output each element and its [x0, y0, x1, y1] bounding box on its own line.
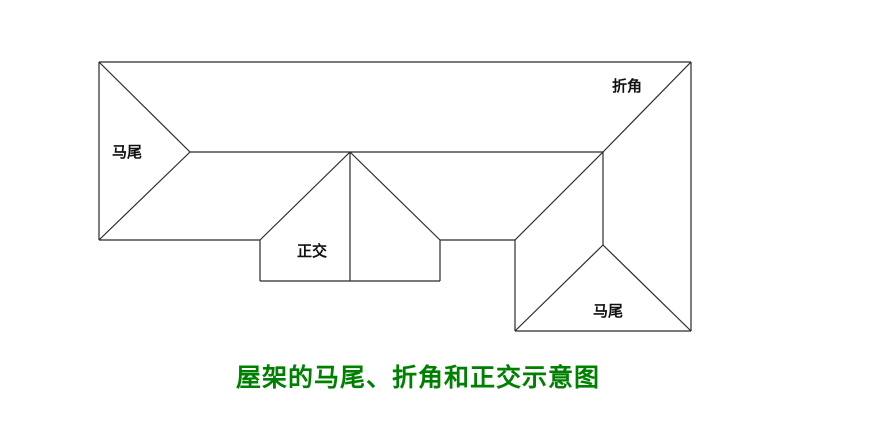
line-layer: [98, 61, 692, 332]
right-wing-hip-left: [514, 244, 604, 332]
hip-left-top: [98, 61, 191, 153]
hip-top-right: [602, 61, 692, 153]
valley-mid-right: [349, 151, 441, 241]
label-zhengjiao: 正交: [297, 242, 327, 260]
hip-left-bottom: [98, 151, 191, 241]
right-wing-hip-right: [602, 244, 692, 332]
valley-right-wing: [514, 151, 604, 241]
figure-caption: 屋架的马尾、折角和正交示意图: [235, 363, 600, 392]
label-mawei-right: 马尾: [593, 302, 623, 320]
label-zhejiao: 折角: [612, 77, 642, 95]
valley-mid-left: [259, 151, 351, 241]
label-mawei-left: 马尾: [112, 143, 142, 161]
